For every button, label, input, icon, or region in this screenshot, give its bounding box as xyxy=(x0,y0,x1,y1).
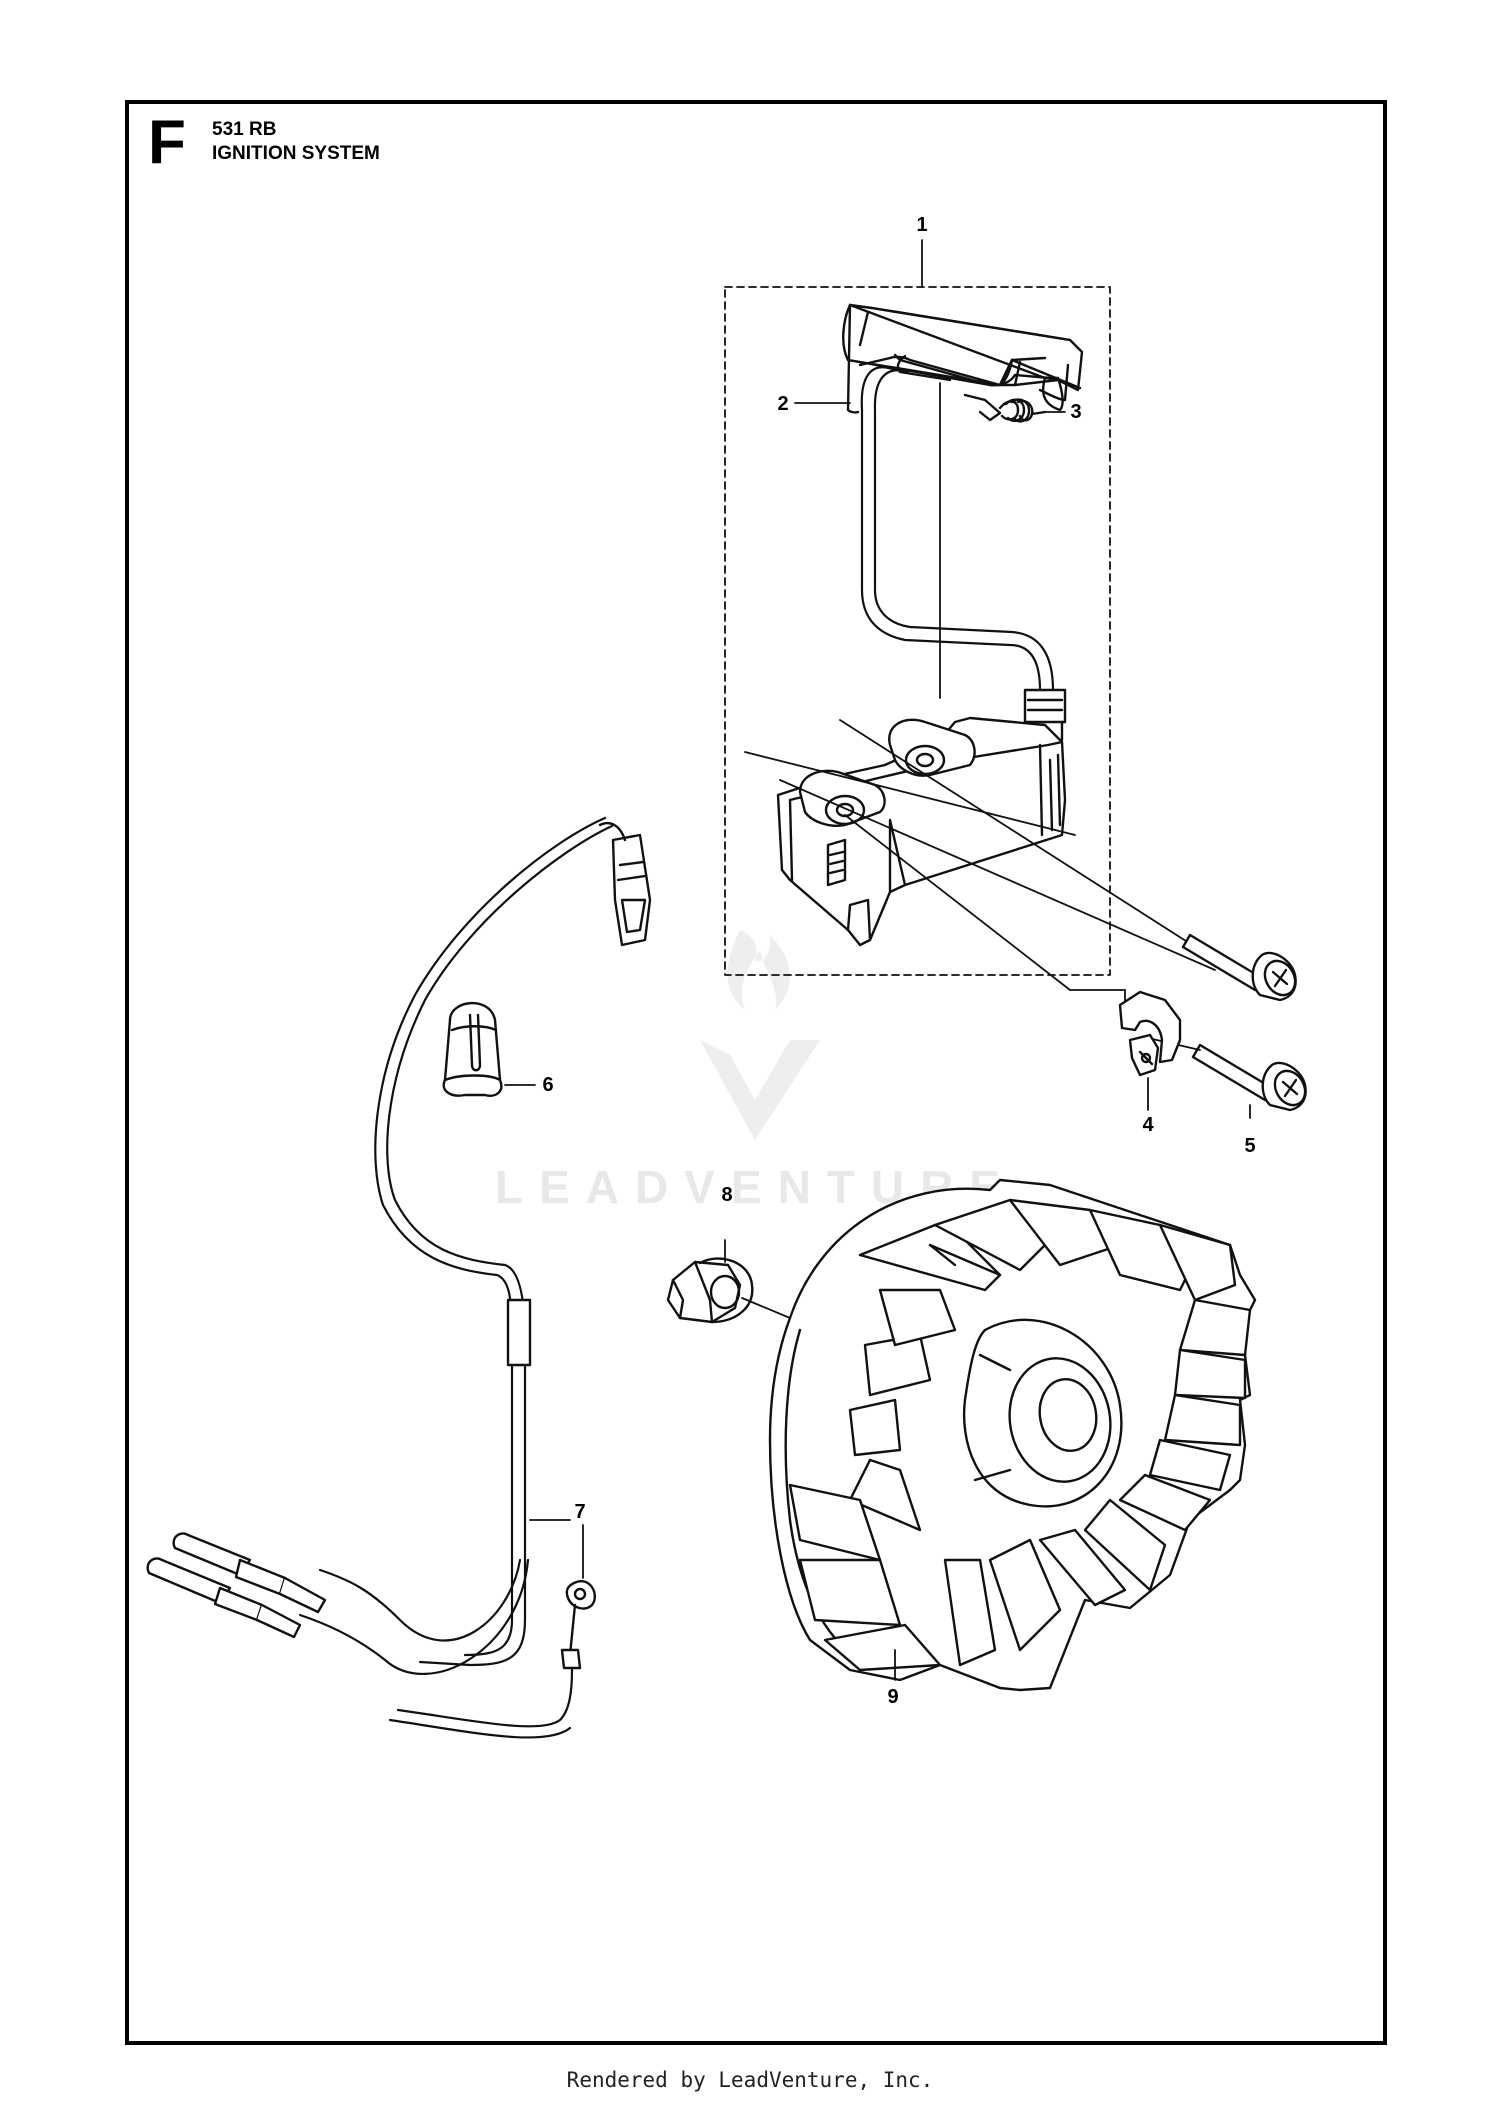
flywheel xyxy=(768,1178,1257,1692)
boot-spring xyxy=(963,393,1047,423)
callout-8: 8 xyxy=(721,1184,733,1206)
spark-plug-boot xyxy=(842,303,1084,414)
grommet xyxy=(442,1001,503,1097)
ignition-module-assembly xyxy=(724,239,1216,1011)
callout-5: 5 xyxy=(1244,1135,1256,1157)
diagram-frame xyxy=(125,100,1387,2045)
cable-clamp xyxy=(1118,990,1182,1077)
footer-credit: Rendered by LeadVenture, Inc. xyxy=(566,2068,934,2092)
model-name: 531 RB xyxy=(212,119,277,140)
ignition-coil xyxy=(776,716,1067,947)
callout-7: 7 xyxy=(574,1501,586,1523)
callout-9: 9 xyxy=(887,1686,899,1708)
callout-2: 2 xyxy=(777,393,789,415)
screw-lower xyxy=(1191,1043,1307,1112)
flywheel-nut xyxy=(666,1257,754,1324)
section-letter: F xyxy=(148,108,186,177)
callout-6: 6 xyxy=(542,1074,554,1096)
callout-1: 1 xyxy=(916,214,928,236)
screw-upper xyxy=(1181,933,1297,1002)
wire-harness xyxy=(146,816,652,1739)
diagram-title: IGNITION SYSTEM xyxy=(212,143,380,164)
callout-4: 4 xyxy=(1142,1114,1154,1136)
callout-3: 3 xyxy=(1070,401,1082,423)
